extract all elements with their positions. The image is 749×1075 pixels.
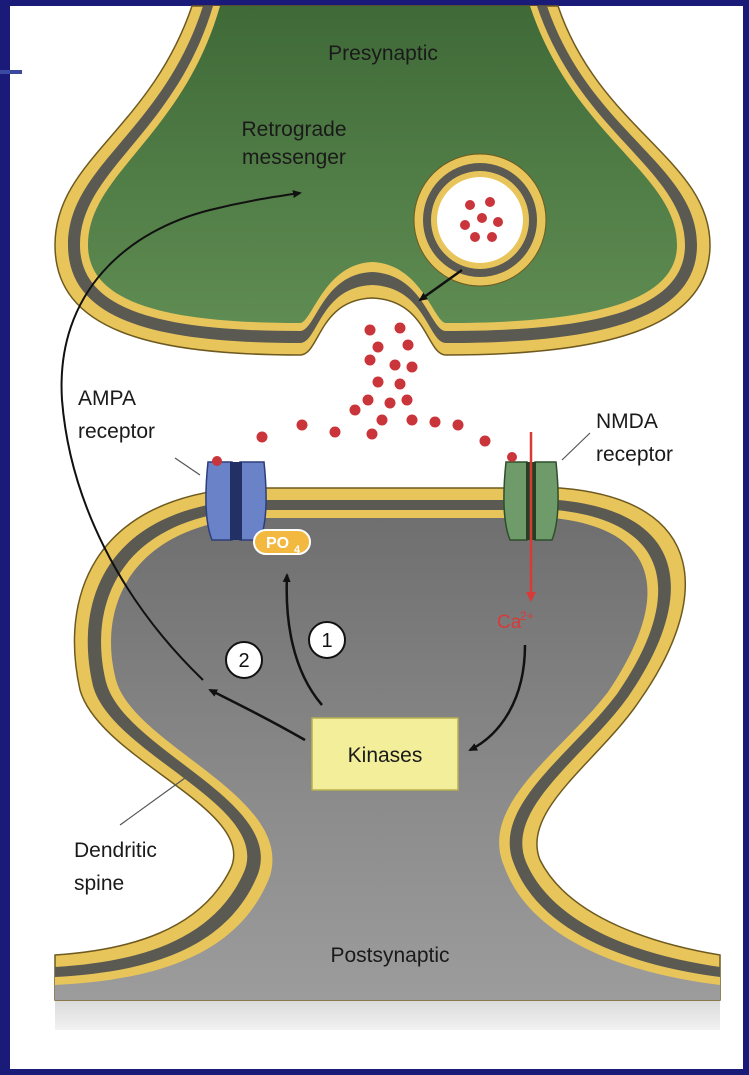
step2-marker: 2 xyxy=(226,642,262,678)
calcium-label: Ca xyxy=(497,612,522,633)
ampa-label-line2: receptor xyxy=(78,420,155,443)
ampa-receptor xyxy=(206,456,266,540)
postsynaptic-label: Postsynaptic xyxy=(330,944,449,967)
spine-label-line1: Dendritic xyxy=(74,839,157,862)
frame-accent xyxy=(0,70,22,74)
kinase-box: Kinases xyxy=(312,718,458,790)
ampa-label-line1: AMPA xyxy=(78,387,136,410)
kinase-label: Kinases xyxy=(348,744,423,767)
nmda-label-line1: NMDA xyxy=(596,410,658,433)
synaptic-vesicle xyxy=(414,154,546,286)
step2-label: 2 xyxy=(238,650,249,672)
retrograde-label-line1: Retrograde xyxy=(241,118,346,141)
spine-label-line2: spine xyxy=(74,872,124,895)
step1-label: 1 xyxy=(321,630,332,652)
retrograde-label-line2: messenger xyxy=(242,146,346,169)
step1-marker: 1 xyxy=(309,622,345,658)
phosphate-badge: PO 4 xyxy=(254,530,310,556)
calcium-superscript: 2+ xyxy=(520,609,534,623)
presynaptic-label: Presynaptic xyxy=(328,42,438,65)
phosphate-subscript: 4 xyxy=(294,544,301,556)
phosphate-label: PO xyxy=(266,535,289,552)
nmda-label-line2: receptor xyxy=(596,443,673,466)
